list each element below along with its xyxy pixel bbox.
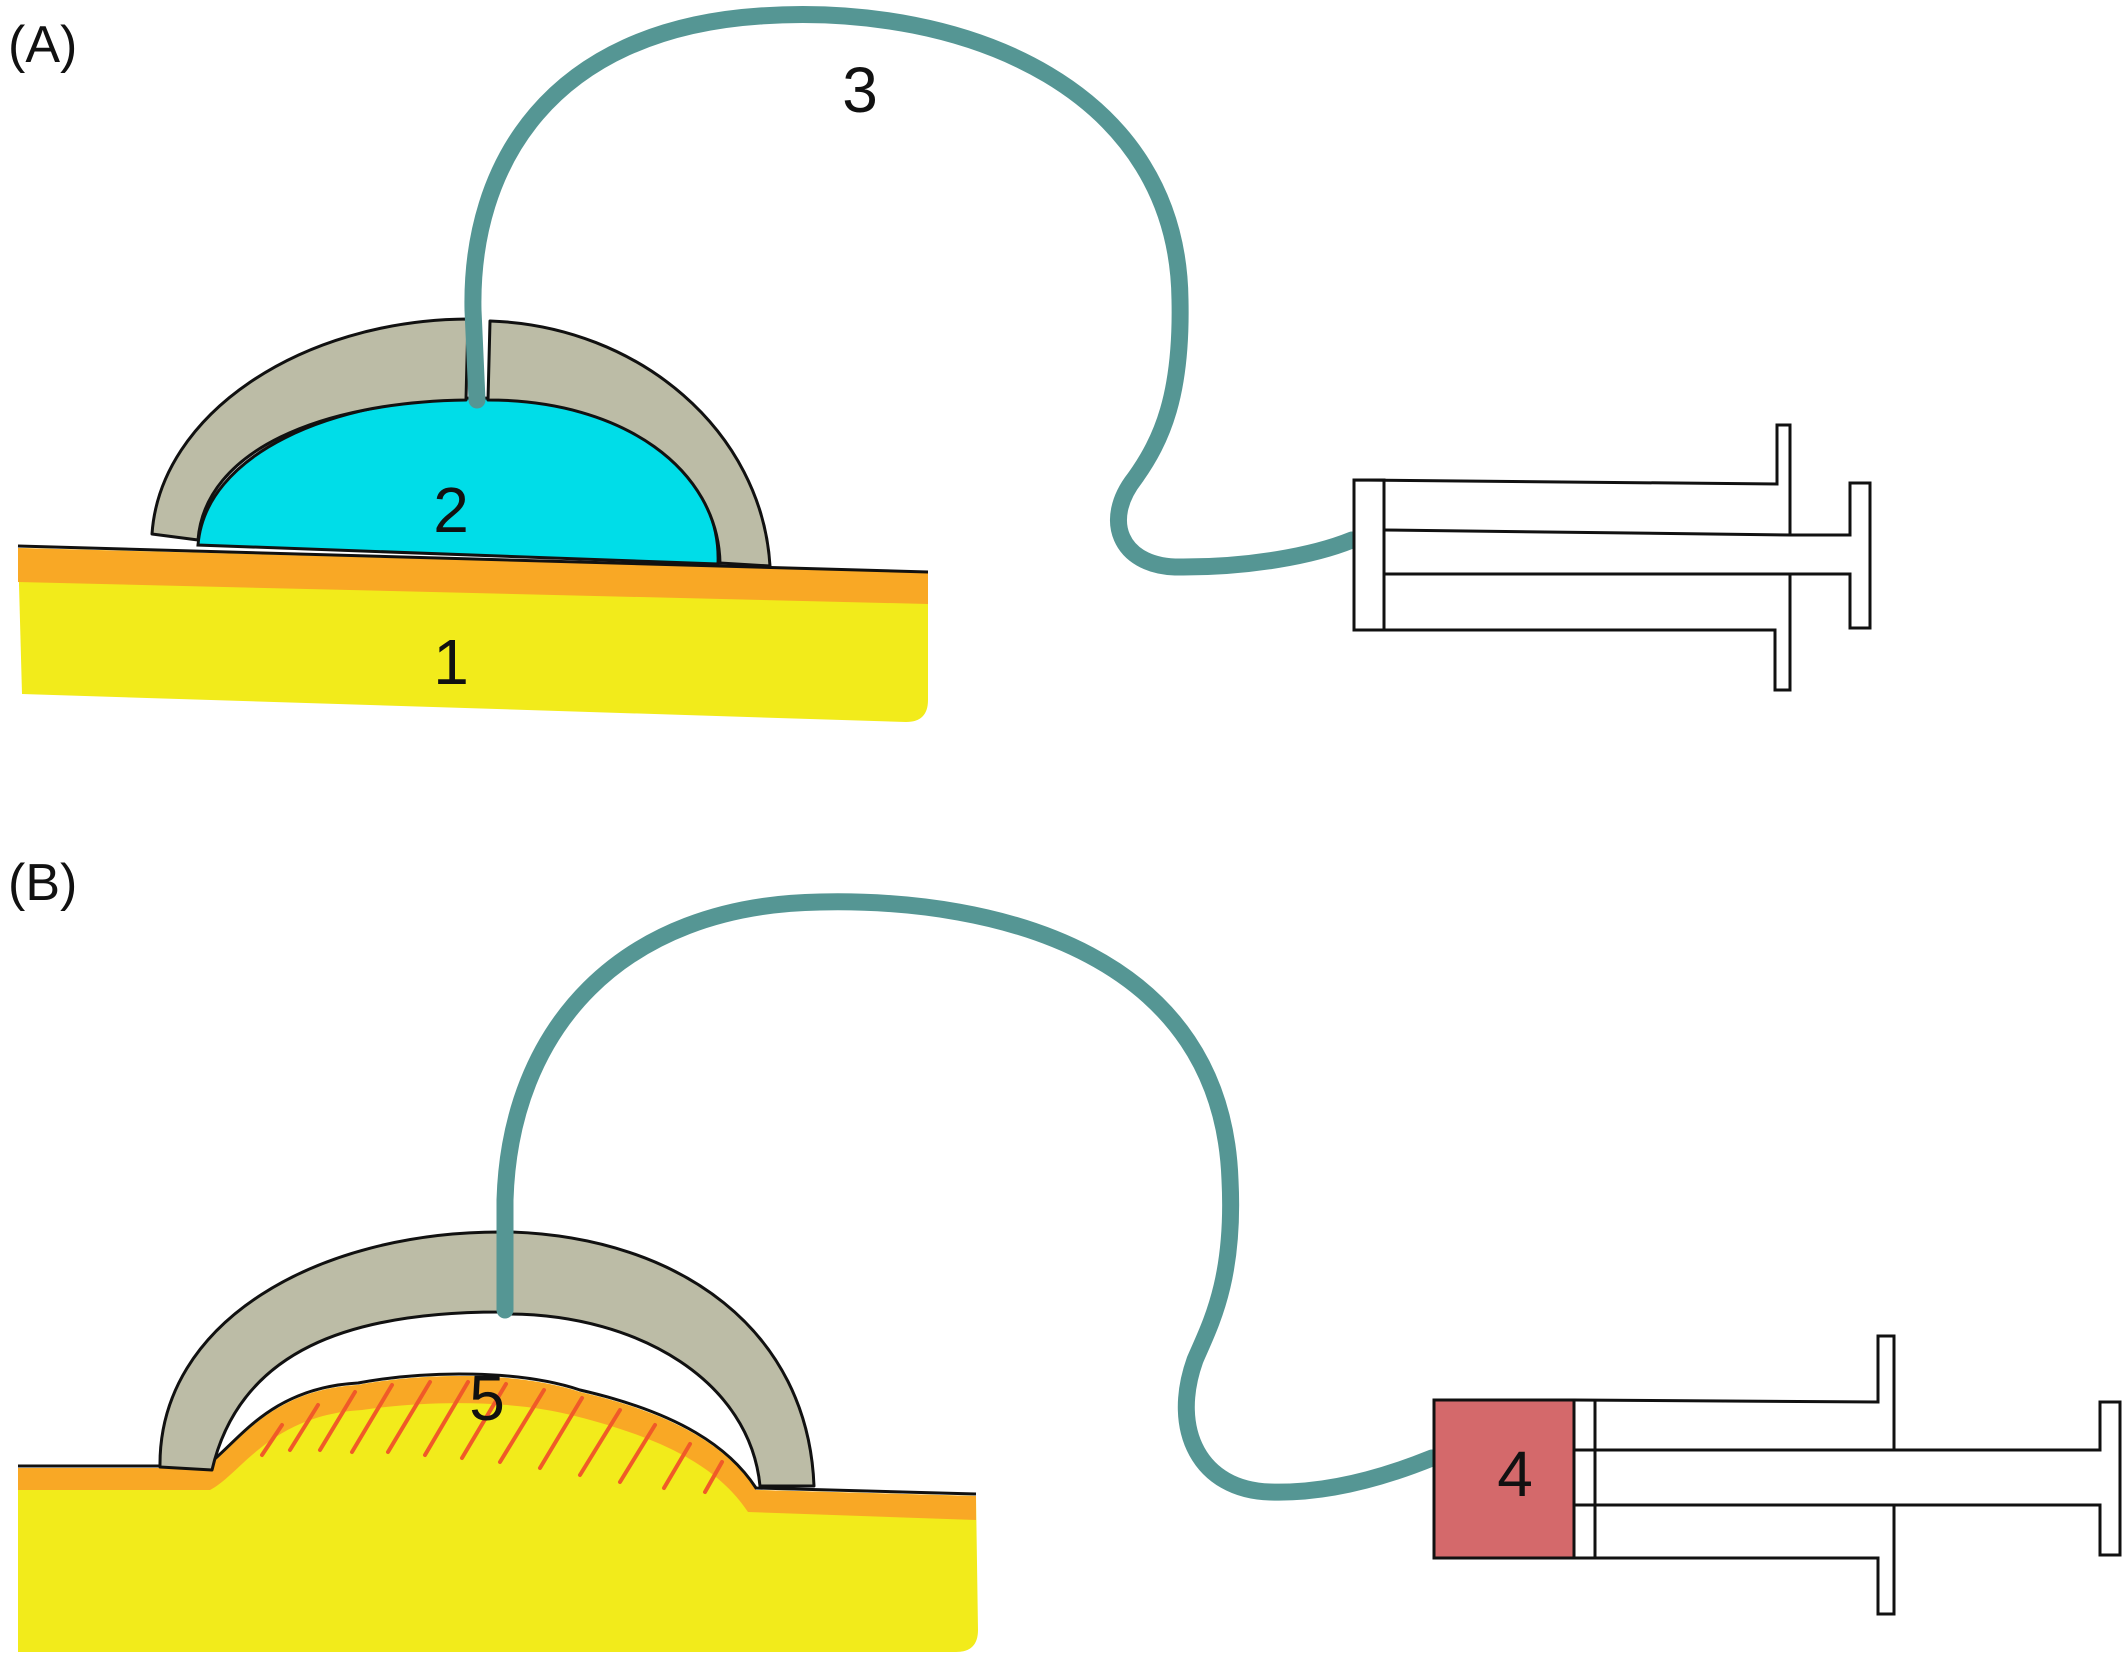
tissue-surface-b — [18, 1375, 976, 1520]
panel-a: (A) 2 1 3 — [8, 6, 1872, 722]
tissue-top-edge-b — [18, 1372, 977, 1496]
suction-cup-right-half-a — [486, 319, 772, 568]
suction-tube-b — [496, 893, 1441, 1501]
callout-3: 3 — [842, 54, 878, 126]
panel-b: (B) — [8, 854, 2122, 1652]
raised-tissue-hatching — [260, 1380, 724, 1494]
suction-tube-a — [464, 6, 1361, 576]
syringe-inner-line-a — [1383, 528, 1791, 537]
callout-5: 5 — [469, 1362, 505, 1434]
syringe-b — [1432, 1334, 2122, 1616]
syringe-outline-b — [1573, 1334, 2122, 1616]
syringe-a — [1352, 423, 1872, 692]
tissue-top-edge-a — [17, 544, 929, 574]
panel-a-label: (A) — [8, 16, 77, 74]
suction-cup-right-half-b — [508, 1230, 816, 1488]
syringe-chamber — [1432, 1398, 1576, 1560]
tissue-block-a — [17, 544, 929, 722]
callout-4: 4 — [1497, 1438, 1533, 1510]
tissue-surface-a — [18, 548, 928, 604]
tissue-block-b — [18, 1372, 978, 1652]
panel-b-label: (B) — [8, 854, 77, 912]
syringe-barrel-a — [1352, 478, 1386, 632]
callout-2: 2 — [433, 474, 469, 546]
callout-1: 1 — [433, 626, 469, 698]
syringe-outline-a — [1352, 423, 1872, 692]
